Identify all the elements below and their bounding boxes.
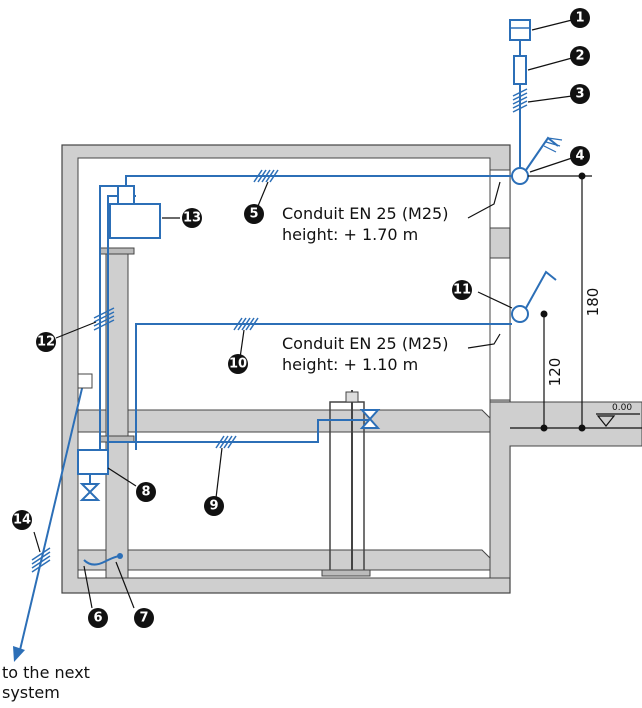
upper-conduit-run: [125, 175, 514, 186]
middle-floor-slab: [77, 409, 491, 433]
svg-text:8: 8: [141, 485, 150, 500]
lower-conduit-run: [135, 323, 512, 450]
callout-8: 8: [136, 482, 156, 502]
callout-12: 12: [36, 332, 56, 352]
next-system-label-line2: system: [2, 683, 60, 702]
callout-6: 6: [88, 608, 108, 628]
svg-text:14: 14: [13, 513, 31, 528]
vertical-conduit-hatch: [93, 307, 115, 331]
dimension-dots: [540, 172, 586, 432]
distribution-box: [109, 203, 161, 239]
callout-5: 5: [244, 204, 264, 224]
lower-conduit-hatch: [233, 317, 259, 331]
svg-text:12: 12: [37, 335, 55, 350]
mast-valve: [359, 409, 381, 429]
callout-1: 1: [570, 8, 590, 28]
lower-junction-circle: [511, 305, 529, 323]
lower-dimension-value: 120: [546, 358, 564, 387]
ground-level-triangle: [596, 415, 616, 427]
upper-light-arm: [525, 136, 559, 171]
svg-text:5: 5: [249, 207, 258, 222]
feed-cable-hatch: [512, 88, 528, 113]
outside-ground: [489, 401, 642, 579]
leader-lines: [33, 19, 573, 609]
callout-2: 2: [570, 46, 590, 66]
loop-end-point: [117, 553, 123, 559]
upper-conduit-label-line2: height: + 1.70 m: [282, 225, 418, 244]
control-box: [77, 449, 109, 475]
lower-conduit-label-line1: Conduit EN 25 (M25): [282, 334, 448, 353]
next-system-line: [19, 379, 85, 651]
svg-text:6: 6: [93, 611, 102, 626]
callout-11: 11: [452, 280, 472, 300]
bottom-loop: [83, 555, 121, 566]
next-system-arrowhead: [13, 646, 25, 662]
upper-dimension-value: 180: [584, 288, 602, 317]
mast-feed-hatch: [215, 435, 237, 449]
main-junction-circle: [511, 167, 529, 185]
next-system-label-line1: to the next: [2, 663, 90, 682]
upper-conduit-label-line1: Conduit EN 25 (M25): [282, 204, 448, 223]
svg-text:11: 11: [453, 283, 471, 298]
fuse-element: [513, 55, 527, 85]
next-system-hatch: [31, 547, 51, 573]
svg-text:9: 9: [209, 499, 218, 514]
callout-14: 14: [12, 510, 32, 530]
upper-light-rays: [543, 137, 563, 153]
lower-conduit-label-line2: height: + 1.10 m: [282, 355, 418, 374]
svg-text:2: 2: [575, 49, 584, 64]
mast-base: [321, 569, 371, 577]
pillar-cap-top: [99, 247, 135, 255]
upper-window-opening: [489, 169, 511, 229]
svg-text:4: 4: [575, 149, 584, 164]
callout-3: 3: [570, 84, 590, 104]
svg-text:7: 7: [139, 611, 148, 626]
distribution-box-top: [117, 185, 135, 205]
callout-4: 4: [570, 146, 590, 166]
callout-9: 9: [204, 496, 224, 516]
mast-head: [345, 391, 359, 403]
ground-level-value: 0.00: [612, 403, 632, 413]
house-connection-box: [509, 19, 531, 41]
left-valve: [79, 483, 101, 501]
svg-text:1: 1: [575, 11, 584, 26]
dimension-lines: [510, 175, 642, 429]
svg-text:13: 13: [183, 211, 201, 226]
vertical-pillar: [105, 251, 129, 579]
callout-13: 13: [182, 208, 202, 228]
lower-light-arm: [525, 270, 557, 309]
wall-socket-box: [77, 373, 93, 389]
lower-window-opening: [489, 257, 511, 401]
svg-text:3: 3: [575, 87, 584, 102]
components: [31, 19, 563, 573]
left-vertical-run-a: [99, 185, 118, 450]
callout-10: 10: [228, 354, 248, 374]
lower-floor-slab: [77, 549, 491, 571]
callout-7: 7: [134, 608, 154, 628]
upper-conduit-hatch: [253, 169, 279, 183]
svg-text:10: 10: [229, 357, 247, 372]
